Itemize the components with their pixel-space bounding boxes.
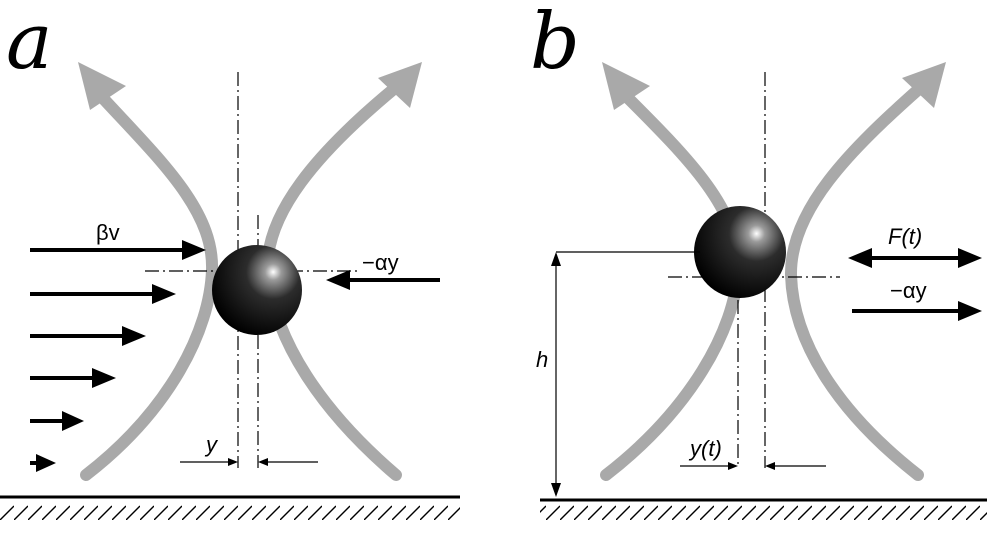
velocity-arrow-4-head	[92, 368, 116, 388]
panel-b: b h F(t) −αy y(t)	[530, 0, 987, 540]
panel-a-restoring-force-label: −αy	[362, 250, 399, 275]
panel-b-height-arrowhead-top	[551, 252, 561, 266]
panel-b-flow-right	[784, 82, 926, 481]
panel-a-restoring-force-arrowhead	[326, 270, 350, 290]
panel-a-displacement-label: y	[204, 432, 219, 457]
panel-b-ball	[694, 206, 786, 298]
panel-a-ground-hatching	[0, 499, 460, 539]
panel-a-flow-left	[80, 89, 219, 481]
panel-b-flow-left-arrowhead	[602, 62, 650, 110]
panel-b-displacement-arrowhead-left	[728, 462, 738, 470]
panel-b-displacement-label: y(t)	[688, 436, 722, 461]
panel-a-flow-right-arrowhead	[378, 62, 422, 108]
panel-a-displacement-arrowhead-right	[258, 458, 268, 466]
panel-a-ball	[212, 245, 302, 335]
panel-b-displacement-arrowhead-right	[765, 462, 775, 470]
panel-b-drive-force-arrowhead-right	[958, 248, 982, 268]
velocity-arrow-6-head	[36, 454, 56, 472]
panel-a-flow-left-arrowhead	[78, 62, 126, 110]
panel-a: a βv	[0, 0, 460, 539]
panel-a-velocity-arrows	[30, 240, 206, 472]
velocity-arrow-3-head	[122, 326, 146, 346]
panel-a-letter: a	[6, 0, 53, 87]
panel-b-letter: b	[530, 0, 580, 87]
panel-b-flow-right-arrowhead	[902, 62, 946, 108]
panel-b-restoring-force-arrowhead	[958, 301, 982, 321]
panel-b-height-arrowhead-bottom	[551, 483, 561, 497]
panel-a-drag-force-label: βv	[96, 220, 120, 245]
velocity-arrow-5-head	[62, 411, 84, 431]
panel-a-displacement-arrowhead-left	[228, 458, 238, 466]
panel-b-ground-hatching	[540, 502, 987, 540]
velocity-arrow-1-head	[182, 240, 206, 260]
panel-b-restoring-force-label: −αy	[890, 278, 927, 303]
panel-b-drive-force-arrowhead-left	[848, 248, 872, 268]
velocity-arrow-2-head	[152, 284, 176, 304]
panel-b-height-label: h	[536, 347, 548, 372]
panel-b-drive-force-label: F(t)	[888, 224, 922, 249]
